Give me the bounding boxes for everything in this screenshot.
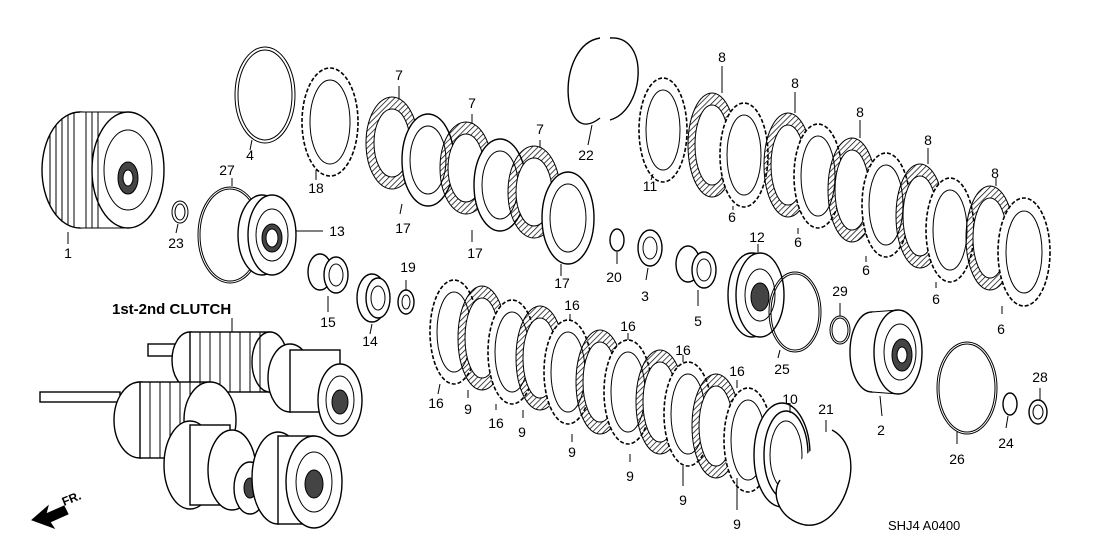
part-3-thrust-washer (637, 229, 663, 267)
callout-17a: 17 (395, 220, 411, 236)
part-5-spring-retainer (675, 245, 717, 289)
part-14-return-spring (356, 273, 391, 323)
part-4-ring (234, 46, 296, 144)
clutch-shaft-assembly (39, 331, 363, 529)
diagram-code: SHJ4 A0400 (888, 518, 960, 533)
part-23-snap-ring (171, 200, 189, 224)
front-direction-arrow (31, 504, 69, 529)
callout-9e: 9 (679, 492, 687, 508)
part-12-piston (727, 252, 785, 338)
part-20-snap-ring (609, 228, 625, 252)
part-13-piston (237, 194, 297, 276)
callout-29: 29 (832, 283, 848, 299)
callout-16e: 16 (675, 342, 691, 358)
callout-21: 21 (818, 401, 834, 417)
part-15-spring-retainer (307, 253, 349, 294)
callout-2: 2 (877, 422, 885, 438)
callout-4: 4 (246, 147, 254, 163)
callout-8d: 8 (924, 132, 932, 148)
callout-16c: 16 (564, 297, 580, 313)
callout-16f: 16 (729, 363, 745, 379)
callout-9d: 9 (626, 468, 634, 484)
callout-8a: 8 (718, 49, 726, 65)
callout-7b: 7 (468, 95, 476, 111)
part-1-clutch-drum (41, 111, 165, 229)
callout-7c: 7 (536, 121, 544, 137)
clutch-pack-6-8 (687, 92, 1051, 307)
callout-20: 20 (606, 269, 622, 285)
part-2-clutch-drum (849, 309, 923, 395)
callout-6a: 6 (728, 209, 736, 225)
callout-9a: 9 (464, 401, 472, 417)
part-21-snap-ring (775, 429, 852, 526)
callout-16a: 16 (428, 395, 444, 411)
callout-9f: 9 (733, 516, 741, 532)
callout-12: 12 (749, 229, 765, 245)
callout-17b: 17 (467, 245, 483, 261)
callout-6d: 6 (932, 291, 940, 307)
callout-16b: 16 (488, 415, 504, 431)
part-25-o-ring (768, 271, 822, 353)
callout-8e: 8 (991, 165, 999, 181)
part-29-o-ring (829, 315, 851, 345)
callout-16d: 16 (620, 318, 636, 334)
part-24-snap-ring (1002, 392, 1018, 416)
part-22-snap-ring (567, 37, 639, 125)
callout-18: 18 (308, 180, 324, 196)
callout-19: 19 (400, 259, 416, 275)
assembly-label: 1st-2nd CLUTCH (112, 301, 231, 318)
callout-13: 13 (329, 223, 345, 239)
callout-15: 15 (320, 314, 336, 330)
callout-28: 28 (1032, 369, 1048, 385)
callout-9b: 9 (518, 424, 526, 440)
callout-23: 23 (168, 235, 184, 251)
callout-24: 24 (998, 435, 1014, 451)
callout-22: 22 (578, 147, 594, 163)
part-26-o-ring (936, 341, 998, 435)
callout-14: 14 (362, 333, 378, 349)
callout-6e: 6 (997, 321, 1005, 337)
callout-7a: 7 (395, 67, 403, 83)
callout-25: 25 (774, 361, 790, 377)
callout-8c: 8 (856, 104, 864, 120)
callout-1: 1 (64, 245, 72, 261)
callout-9c: 9 (568, 444, 576, 460)
callout-11: 11 (643, 178, 658, 194)
direction-label: FR. (60, 489, 83, 509)
callout-26: 26 (949, 451, 965, 467)
part-11-end-plate (638, 77, 688, 183)
callout-5: 5 (694, 313, 702, 329)
part-18-end-plate (301, 67, 359, 177)
callout-27: 27 (219, 162, 235, 178)
callout-3: 3 (641, 288, 649, 304)
callout-6c: 6 (862, 262, 870, 278)
part-19-snap-ring (397, 289, 415, 315)
callout-17c: 17 (554, 275, 570, 291)
callout-6b: 6 (794, 234, 802, 250)
callout-8b: 8 (791, 75, 799, 91)
clutch-pack-7-17 (365, 96, 595, 265)
part-28-thrust-washer (1028, 399, 1048, 425)
callout-10: 10 (782, 391, 798, 407)
